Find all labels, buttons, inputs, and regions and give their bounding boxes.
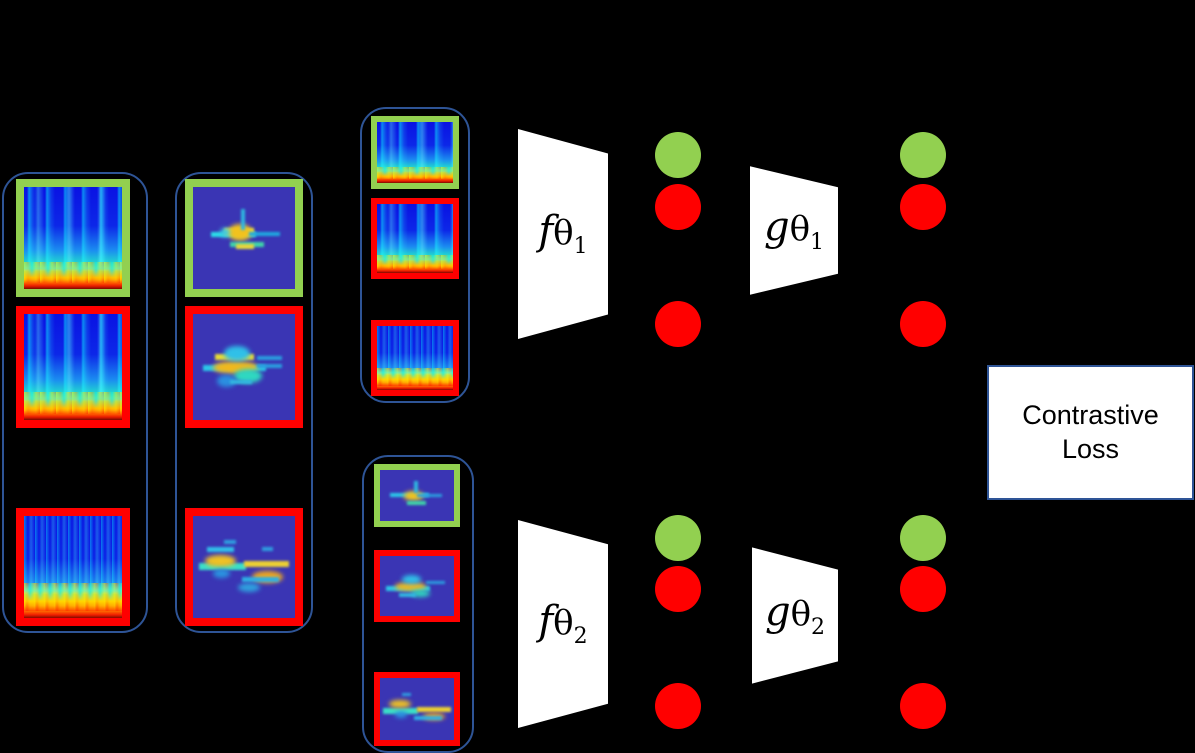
spectrogram-image: [24, 516, 122, 618]
encoder-f-theta-1-label: fθ1: [538, 211, 587, 258]
theta-symbol: θ: [553, 212, 574, 253]
spectrogram-image: [380, 556, 454, 616]
loss-line-1: Contrastive: [1022, 399, 1159, 430]
theta-subscript: 2: [573, 623, 588, 649]
spectrogram-branch1-negative[interactable]: [371, 320, 459, 396]
embedding-positive-branch1[interactable]: [655, 184, 701, 230]
spectrogram-image: [24, 187, 122, 289]
theta-subscript: 1: [810, 230, 825, 255]
theta-subscript: 1: [573, 233, 588, 259]
theta-subscript: 2: [811, 615, 826, 640]
fn-symbol: f: [538, 207, 554, 254]
theta-symbol: θ: [553, 602, 574, 643]
fn-symbol: f: [538, 597, 554, 644]
projection-positive-branch1[interactable]: [900, 184, 946, 230]
embedding-anchor-branch1[interactable]: [655, 132, 701, 178]
theta-symbol: θ: [789, 209, 811, 249]
spectrogram-image: [377, 326, 453, 390]
audio-bank-a-group: [2, 172, 148, 633]
projection-negative-branch2[interactable]: [900, 683, 946, 729]
spectrogram-branch2-positive[interactable]: [374, 550, 460, 622]
spectrogram-music-negative[interactable]: [185, 508, 303, 626]
spectrogram-speech-positive[interactable]: [16, 306, 130, 428]
spectrogram-music-anchor[interactable]: [185, 179, 303, 297]
projector-g-theta-2-label: gθ2: [765, 592, 825, 639]
theta-symbol: θ: [790, 594, 812, 634]
fn-symbol: g: [764, 589, 791, 635]
encoder-f-theta-2[interactable]: fθ2: [518, 520, 608, 728]
embedding-negative-branch2[interactable]: [655, 683, 701, 729]
spectrogram-image: [193, 187, 295, 289]
spectrogram-branch2-anchor[interactable]: [374, 464, 460, 527]
embedding-anchor-branch2[interactable]: [655, 515, 701, 561]
fn-symbol: g: [763, 204, 790, 250]
branch-1-inputs-group: [360, 107, 470, 403]
spectrogram-speech-negative[interactable]: [16, 508, 130, 626]
embedding-positive-branch2[interactable]: [655, 566, 701, 612]
encoder-f-theta-1[interactable]: fθ1: [518, 129, 608, 339]
projection-anchor-branch1[interactable]: [900, 132, 946, 178]
projection-anchor-branch2[interactable]: [900, 515, 946, 561]
encoder-f-theta-2-label: fθ2: [538, 601, 587, 648]
spectrogram-branch2-negative[interactable]: [374, 672, 460, 746]
spectrogram-image: [380, 470, 454, 521]
projector-g-theta-1-label: gθ1: [764, 207, 824, 254]
audio-bank-b-group: [175, 172, 313, 633]
spectrogram-music-positive[interactable]: [185, 306, 303, 428]
spectrogram-branch1-positive[interactable]: [371, 198, 459, 279]
spectrogram-image: [193, 314, 295, 420]
spectrogram-image: [24, 314, 122, 420]
spectrogram-image: [377, 204, 453, 273]
spectrogram-image: [380, 678, 454, 740]
projection-positive-branch2[interactable]: [900, 566, 946, 612]
loss-line-2: Loss: [1061, 433, 1120, 464]
projector-g-theta-1[interactable]: gθ1: [750, 166, 838, 295]
spectrogram-image: [377, 122, 453, 183]
projector-g-theta-2[interactable]: gθ2: [752, 547, 838, 684]
branch-2-inputs-group: [362, 455, 474, 753]
contrastive-loss-box[interactable]: Contrastive Loss: [987, 365, 1194, 500]
contrastive-loss-label: Contrastive Loss: [1022, 399, 1159, 467]
spectrogram-speech-anchor[interactable]: [16, 179, 130, 297]
spectrogram-image: [193, 516, 295, 618]
spectrogram-branch1-anchor[interactable]: [371, 116, 459, 189]
projection-negative-branch1[interactable]: [900, 301, 946, 347]
embedding-negative-branch1[interactable]: [655, 301, 701, 347]
